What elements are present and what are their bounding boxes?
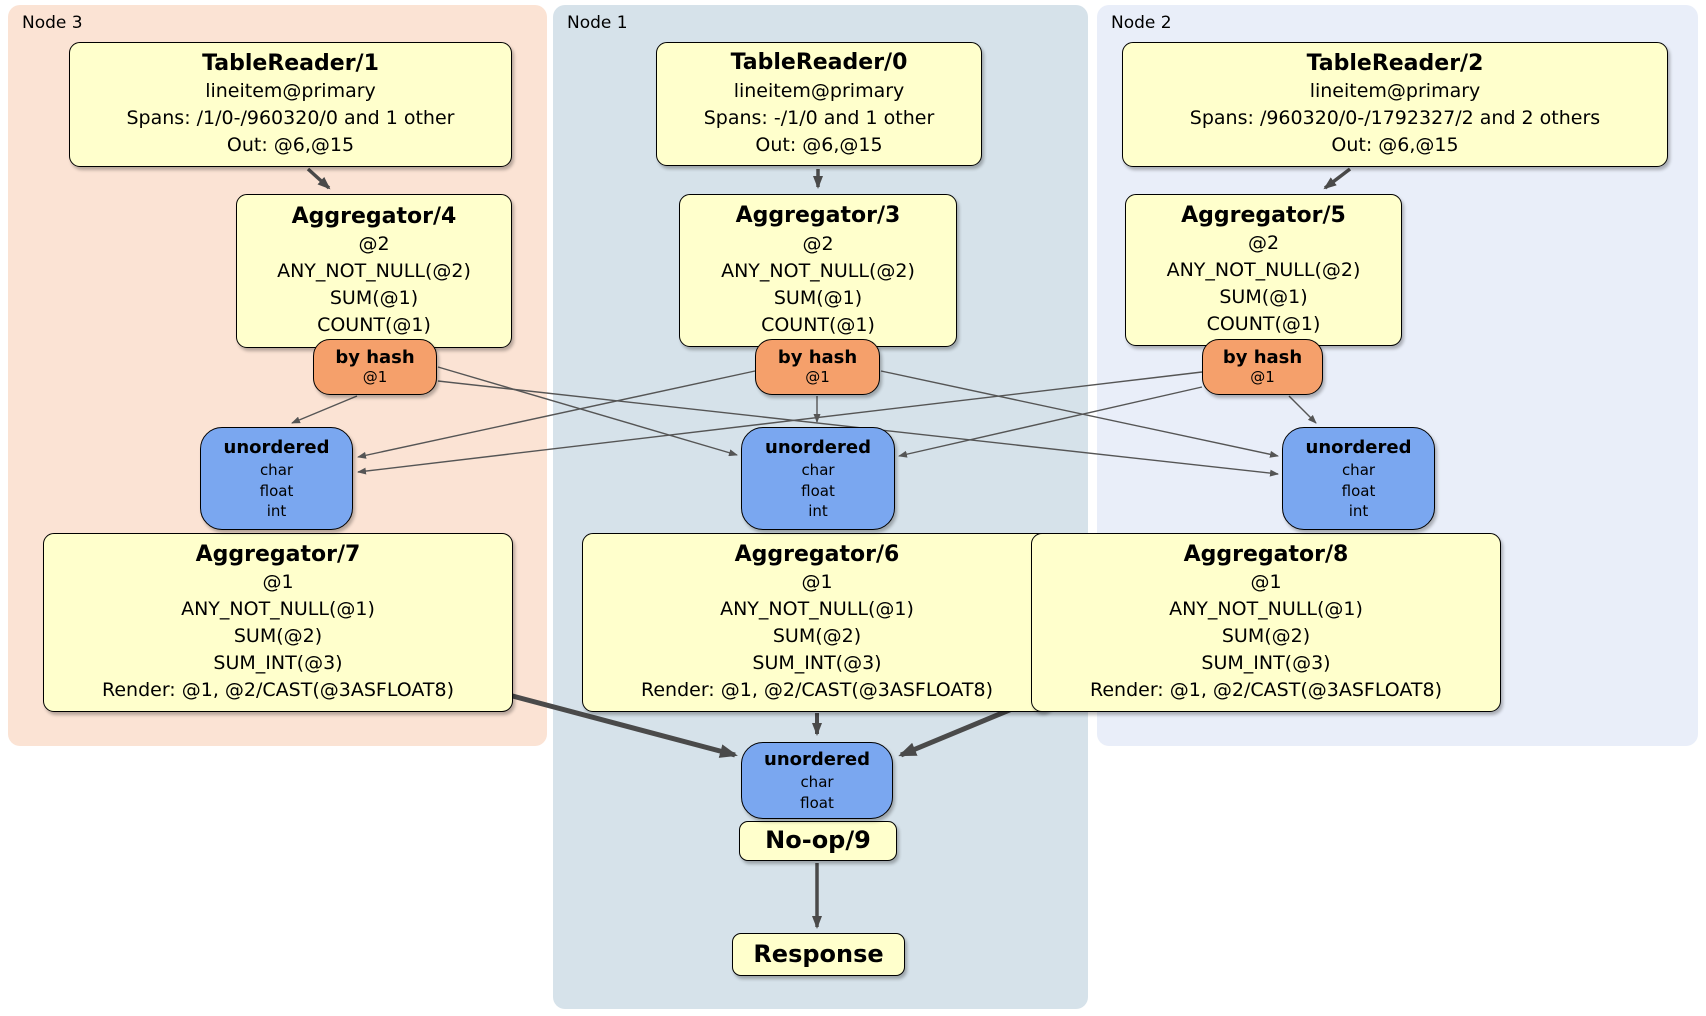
tablereader-to-aggregator-arrows <box>306 167 1352 190</box>
sync-type: float <box>801 481 835 500</box>
aggregator-7-title: Aggregator/7 <box>195 541 361 567</box>
aggregator-5-line: SUM(@1) <box>1219 286 1308 309</box>
node3-by-hash-router: by hash @1 <box>313 339 437 395</box>
tablereader-0-box: TableReader/0 lineitem@primary Spans: -/… <box>656 42 982 166</box>
aggregator-4-title: Aggregator/4 <box>291 203 457 229</box>
aggregator-7-line: @1 <box>262 571 294 594</box>
aggregator-7-line: ANY_NOT_NULL(@1) <box>181 598 375 621</box>
aggregator-5-line: ANY_NOT_NULL(@2) <box>1166 259 1361 282</box>
aggregator-7-line: Render: @1, @2/CAST(@3ASFLOAT8) <box>102 679 454 702</box>
aggregator-4-line: @2 <box>358 233 390 256</box>
aggregator-3-line: COUNT(@1) <box>761 313 875 336</box>
aggregator-6-line: SUM(@2) <box>772 625 862 648</box>
tablereader-0-spans: Spans: -/1/0 and 1 other <box>703 106 935 129</box>
sync-type: char <box>1341 461 1376 480</box>
aggregator-3-line: @2 <box>802 232 834 255</box>
tablereader-1-out: Out: @6,@15 <box>226 134 355 157</box>
sync-title: unordered <box>1305 436 1412 458</box>
sync-type: char <box>259 461 294 480</box>
aggregator-8-line: ANY_NOT_NULL(@1) <box>1169 598 1363 621</box>
aggregator-6-box: Aggregator/6 @1 ANY_NOT_NULL(@1) SUM(@2)… <box>582 533 1052 712</box>
tablereader-1-index: lineitem@primary <box>205 80 376 103</box>
sync-type: float <box>259 481 294 500</box>
aggregator-8-title: Aggregator/8 <box>1183 541 1349 567</box>
aggregator-8-line: @1 <box>1250 571 1282 594</box>
sync-title: unordered <box>223 436 330 458</box>
node2-unordered-sync: unordered char float int <box>1282 427 1435 530</box>
aggregator-4-box: Aggregator/4 @2 ANY_NOT_NULL(@2) SUM(@1)… <box>236 194 512 348</box>
aggregator-6-line: @1 <box>801 571 833 594</box>
router-title: by hash <box>335 346 415 368</box>
tablereader-0-out: Out: @6,@15 <box>755 133 883 156</box>
aggregator-3-box: Aggregator/3 @2 ANY_NOT_NULL(@2) SUM(@1)… <box>679 194 957 347</box>
node3-unordered-sync: unordered char float int <box>200 427 353 530</box>
aggregator-6-line: SUM_INT(@3) <box>752 652 882 675</box>
node3-label: Node 3 <box>22 13 83 33</box>
aggregator-8-line: Render: @1, @2/CAST(@3ASFLOAT8) <box>1090 679 1442 702</box>
tablereader-1-box: TableReader/1 lineitem@primary Spans: /1… <box>69 42 512 167</box>
aggregator-5-title: Aggregator/5 <box>1181 202 1346 228</box>
tablereader-1-title: TableReader/1 <box>202 50 379 76</box>
aggregator-8-line: SUM(@2) <box>1221 625 1311 648</box>
aggregator-8-box: Aggregator/8 @1 ANY_NOT_NULL(@1) SUM(@2)… <box>1031 533 1501 712</box>
aggregator-6-title: Aggregator/6 <box>734 541 900 567</box>
aggregator-6-line: ANY_NOT_NULL(@1) <box>720 598 914 621</box>
aggregator-7-line: SUM(@2) <box>233 625 323 648</box>
node2-label: Node 2 <box>1111 13 1172 33</box>
aggregator-4-line: COUNT(@1) <box>317 314 431 337</box>
router-key: @1 <box>1250 368 1275 387</box>
sync-type: int <box>1348 501 1369 520</box>
aggregator-5-line: COUNT(@1) <box>1206 313 1321 336</box>
tablereader-1-spans: Spans: /1/0-/960320/0 and 1 other <box>126 107 455 130</box>
node1-by-hash-router: by hash @1 <box>755 339 880 395</box>
router-title: by hash <box>1222 346 1303 368</box>
aggregator-4-line: ANY_NOT_NULL(@2) <box>277 260 471 283</box>
response-title: Response <box>753 939 884 968</box>
router-title: by hash <box>777 346 858 368</box>
aggregator-3-title: Aggregator/3 <box>735 203 901 229</box>
sync-type: char <box>800 773 834 792</box>
aggregator-6-line: Render: @1, @2/CAST(@3ASFLOAT8) <box>641 679 993 702</box>
sync-type: int <box>808 501 828 520</box>
aggregator-3-line: ANY_NOT_NULL(@2) <box>721 259 915 282</box>
tablereader-0-title: TableReader/0 <box>730 50 908 76</box>
sync-type: float <box>800 793 834 812</box>
router-key: @1 <box>805 368 830 387</box>
aggregator-7-line: SUM_INT(@3) <box>213 652 343 675</box>
tablereader-2-out: Out: @6,@15 <box>1331 134 1459 157</box>
response-box: Response <box>732 933 905 976</box>
tablereader-2-title: TableReader/2 <box>1306 50 1484 76</box>
aggregator-5-line: @2 <box>1247 232 1280 255</box>
router-key: @1 <box>362 368 388 387</box>
final-unordered-sync: unordered char float <box>741 742 893 819</box>
aggregator-4-line: SUM(@1) <box>329 287 419 310</box>
sync-type: int <box>266 501 287 520</box>
node1-unordered-sync: unordered char float int <box>741 427 895 530</box>
tablereader-2-box: TableReader/2 lineitem@primary Spans: /9… <box>1122 42 1668 167</box>
tablereader-2-index: lineitem@primary <box>1309 80 1481 103</box>
sync-type: float <box>1341 481 1376 500</box>
sync-type: char <box>801 461 835 480</box>
node1-label: Node 1 <box>567 13 628 33</box>
sync-title: unordered <box>765 436 871 458</box>
aggregator-3-line: SUM(@1) <box>773 286 863 309</box>
noop-9-box: No-op/9 <box>739 821 897 861</box>
tablereader-2-spans: Spans: /960320/0-/1792327/2 and 2 others <box>1189 107 1601 130</box>
tablereader-0-index: lineitem@primary <box>733 79 905 102</box>
noop-9-title: No-op/9 <box>765 826 871 855</box>
sync-title: unordered <box>764 749 870 771</box>
aggregator-8-line: SUM_INT(@3) <box>1201 652 1331 675</box>
aggregator-5-box: Aggregator/5 @2 ANY_NOT_NULL(@2) SUM(@1)… <box>1125 194 1402 346</box>
aggregator-7-box: Aggregator/7 @1 ANY_NOT_NULL(@1) SUM(@2)… <box>43 533 513 712</box>
node2-by-hash-router: by hash @1 <box>1202 339 1323 395</box>
